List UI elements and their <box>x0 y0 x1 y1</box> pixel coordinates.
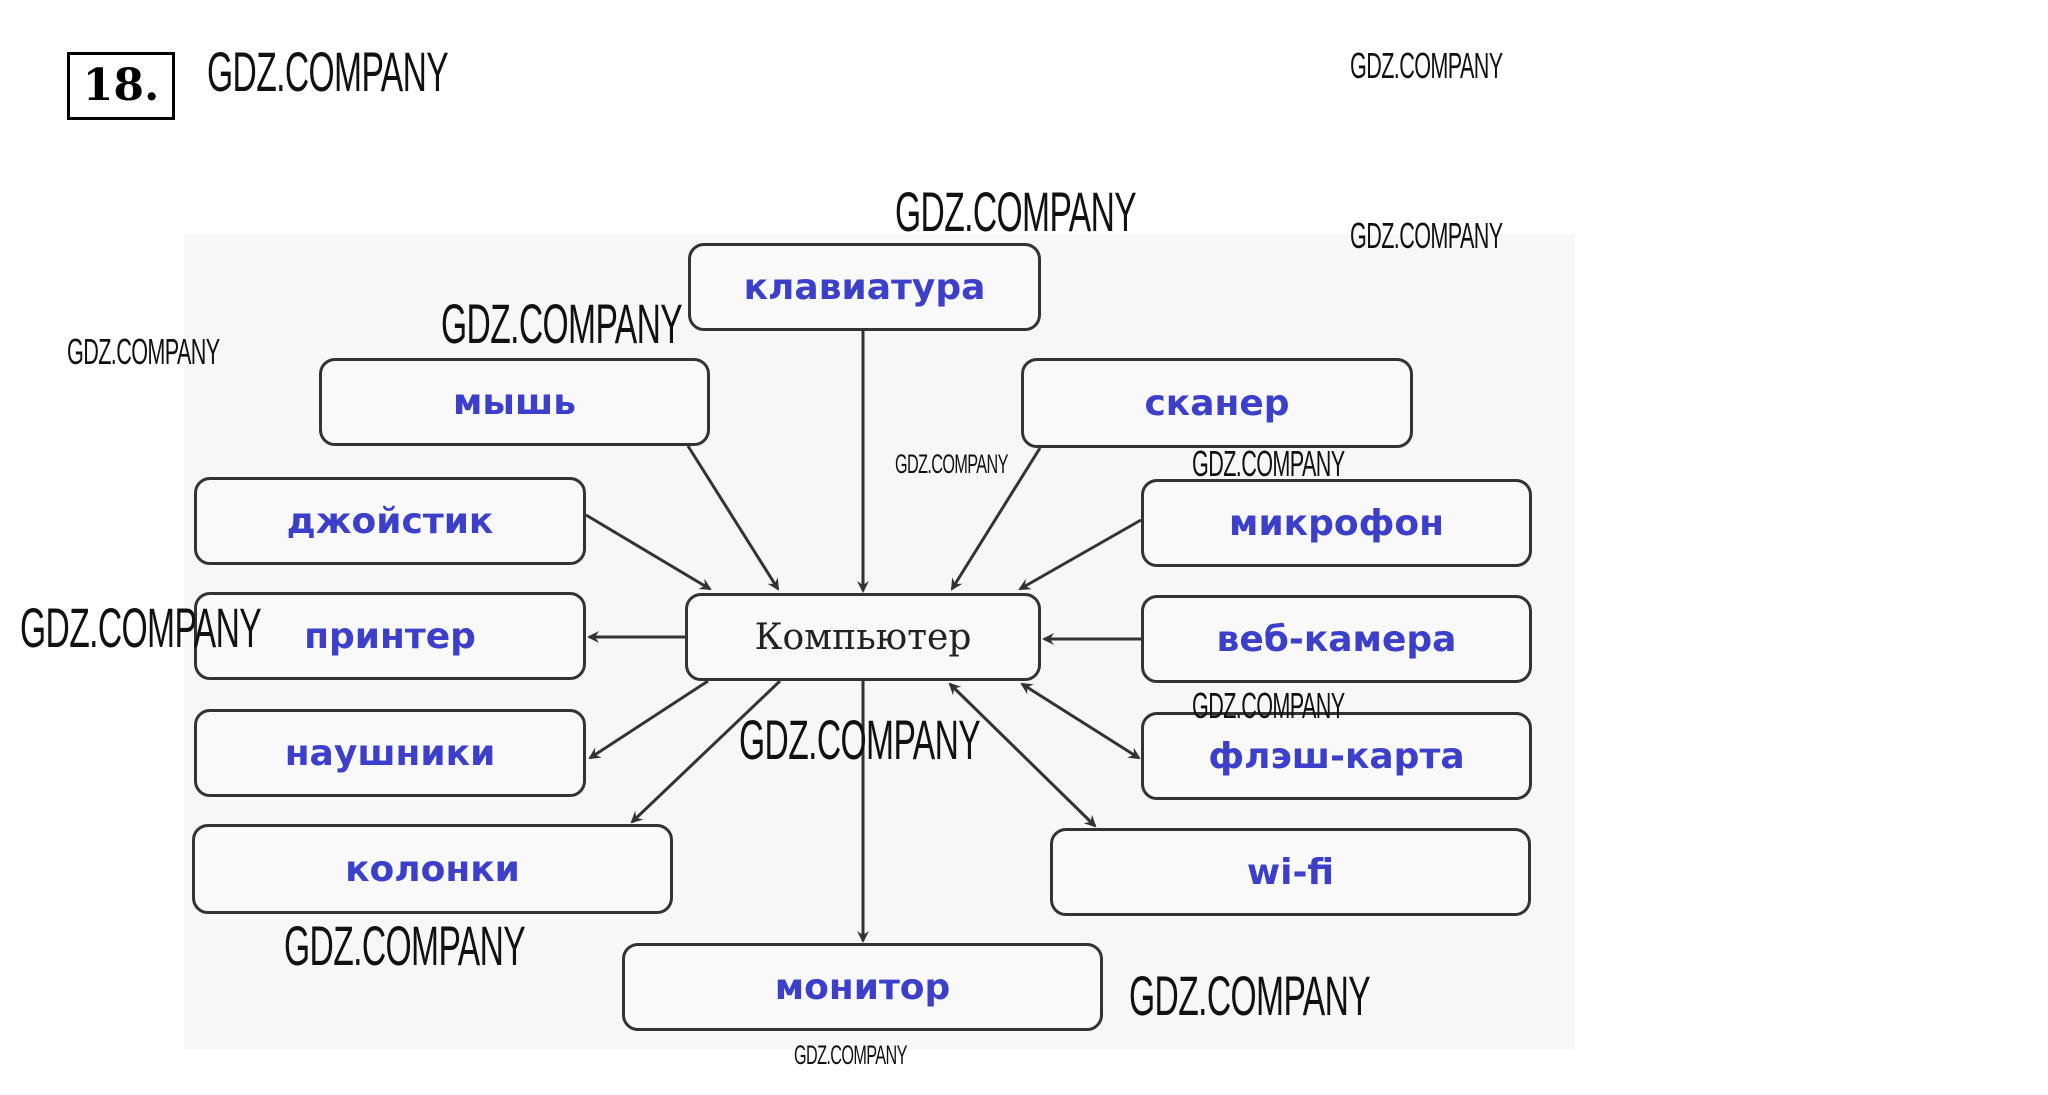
node-label: наушники <box>284 732 496 774</box>
node-webcam: веб-камера <box>1141 595 1532 683</box>
node-label: клавиатура <box>743 266 986 308</box>
node-joystick: джойстик <box>194 477 586 565</box>
node-label: wi-fi <box>1246 851 1335 893</box>
node-speakers: колонки <box>192 824 673 914</box>
watermark: GDZ.COMPANY <box>895 449 1008 479</box>
watermark: GDZ.COMPANY <box>20 596 262 659</box>
node-label: флэш-карта <box>1208 735 1465 777</box>
node-label: принтер <box>304 615 476 657</box>
watermark: GDZ.COMPANY <box>67 331 220 372</box>
node-mouse: мышь <box>319 358 710 446</box>
arrow-joystick-to-computer <box>585 513 712 591</box>
watermark: GDZ.COMPANY <box>1129 964 1371 1027</box>
node-label: джойстик <box>286 500 494 542</box>
watermark: GDZ.COMPANY <box>1350 45 1503 86</box>
watermark: GDZ.COMPANY <box>284 914 526 977</box>
node-label: веб-камера <box>1216 618 1457 660</box>
center-label: Компьютер <box>754 616 972 658</box>
watermark: GDZ.COMPANY <box>794 1040 907 1070</box>
node-printer: принтер <box>194 592 586 680</box>
arrow-computer-to-headphones <box>588 679 709 760</box>
node-keyboard: клавиатура <box>688 243 1041 331</box>
node-wifi: wi-fi <box>1050 828 1531 916</box>
watermark: GDZ.COMPANY <box>441 292 683 355</box>
watermark: GDZ.COMPANY <box>1350 215 1503 256</box>
node-headphones: наушники <box>194 709 586 797</box>
arrow-scanner-to-computer <box>950 447 1042 591</box>
arrow-computer-flash-card <box>1020 682 1141 760</box>
task-number: 18. <box>67 52 175 120</box>
node-label: микрофон <box>1229 502 1444 544</box>
node-monitor: монитор <box>622 943 1103 1031</box>
watermark: GDZ.COMPANY <box>895 180 1137 243</box>
node-computer: Компьютер <box>685 593 1041 681</box>
arrow-computer-to-speakers <box>630 679 782 824</box>
watermark: GDZ.COMPANY <box>1192 685 1345 726</box>
node-label: мышь <box>453 381 576 423</box>
node-microphone: микрофон <box>1141 479 1532 567</box>
watermark: GDZ.COMPANY <box>207 40 449 103</box>
node-scanner: сканер <box>1021 358 1413 448</box>
arrow-mouse-to-computer <box>686 445 780 591</box>
watermark: GDZ.COMPANY <box>739 708 981 771</box>
node-label: колонки <box>345 848 520 890</box>
watermark: GDZ.COMPANY <box>1192 443 1345 484</box>
node-label: сканер <box>1144 382 1290 424</box>
node-label: монитор <box>774 966 951 1008</box>
arrow-microphone-to-computer <box>1018 518 1142 591</box>
node-flash-card: флэш-карта <box>1141 712 1532 800</box>
